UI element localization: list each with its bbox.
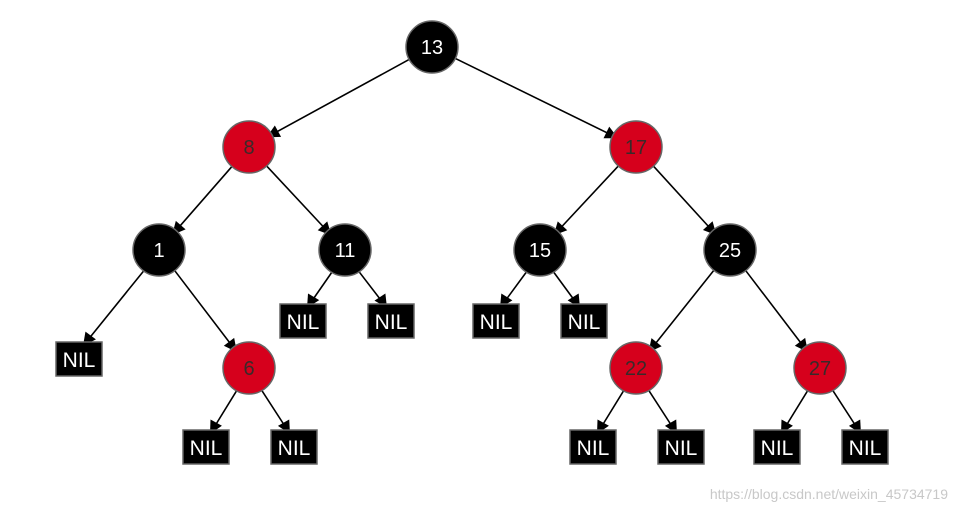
tree-node-15: 15 — [513, 223, 567, 277]
node-label: 27 — [809, 358, 831, 380]
nil-label: NIL — [63, 349, 96, 372]
tree-node-1: 1 — [132, 223, 186, 277]
nil-box — [367, 303, 415, 339]
nil-box — [472, 303, 520, 339]
tree-node-6: 6 — [222, 341, 276, 395]
nil-label: NIL — [665, 437, 698, 460]
tree-node-27: 27 — [793, 341, 847, 395]
nil-label: NIL — [375, 311, 408, 334]
edge-n8-n1 — [171, 166, 233, 236]
nil-leaf: NIL — [55, 341, 103, 377]
node-label: 15 — [529, 240, 551, 262]
tree-node-17: 17 — [609, 120, 663, 174]
edge-n22-nil-22-left — [596, 390, 625, 435]
nil-leaf: NIL — [657, 429, 705, 465]
nil-label: NIL — [278, 437, 311, 460]
nil-box — [560, 303, 608, 339]
nil-label: NIL — [480, 311, 513, 334]
edge-n15-nil-15-right — [553, 271, 581, 309]
edge-n13-n8 — [266, 58, 410, 139]
node-label: 17 — [625, 137, 647, 159]
tree-node-25: 25 — [703, 223, 757, 277]
edge-n11-nil-11-right — [358, 271, 388, 309]
nil-box — [841, 429, 889, 465]
edge-n17-n15 — [553, 165, 619, 236]
red-node-circle — [222, 341, 276, 395]
nil-box — [657, 429, 705, 465]
nil-box — [182, 429, 230, 465]
edge-n1-nil-1-left — [82, 270, 145, 347]
node-label: 8 — [243, 137, 254, 159]
nil-label: NIL — [849, 437, 882, 460]
edge-n6-nil-6-right — [261, 390, 291, 435]
nil-box — [569, 429, 617, 465]
node-label: 1 — [153, 240, 164, 262]
node-label: 22 — [625, 358, 647, 380]
tree-node-8: 8 — [222, 120, 276, 174]
edge-n17-n25 — [652, 165, 718, 236]
tree-node-11: 11 — [318, 223, 372, 277]
edge-n27-nil-27-left — [780, 390, 809, 435]
black-node-circle — [513, 223, 567, 277]
black-node-circle — [703, 223, 757, 277]
edge-n27-nil-27-right — [832, 390, 862, 435]
node-label: 6 — [243, 358, 254, 380]
nil-label: NIL — [568, 311, 601, 334]
red-node-circle — [609, 120, 663, 174]
nil-label: NIL — [287, 311, 320, 334]
nil-label: NIL — [190, 437, 223, 460]
nil-label: NIL — [577, 437, 610, 460]
edge-n1-n6 — [174, 270, 238, 353]
red-node-circle — [609, 341, 663, 395]
nil-leaf: NIL — [279, 303, 327, 339]
black-node-circle — [132, 223, 186, 277]
nil-leaf: NIL — [367, 303, 415, 339]
edge-n8-n11 — [266, 165, 332, 236]
nil-box — [55, 341, 103, 377]
nil-box — [753, 429, 801, 465]
nil-leaves-layer: NIL NIL NIL NIL NIL NIL NIL NIL NIL NIL NIL — [55, 303, 889, 465]
edge-n22-nil-22-right — [648, 390, 678, 435]
nil-leaf: NIL — [753, 429, 801, 465]
black-node-circle — [318, 223, 372, 277]
edge-n6-nil-6-left — [209, 390, 238, 435]
edge-n13-n17 — [454, 57, 619, 139]
nil-leaf: NIL — [270, 429, 318, 465]
red-node-circle — [222, 120, 276, 174]
nil-leaf: NIL — [841, 429, 889, 465]
nil-leaf: NIL — [182, 429, 230, 465]
red-node-circle — [793, 341, 847, 395]
watermark-text: https://blog.csdn.net/weixin_45734719 — [710, 486, 948, 502]
tree-node-22: 22 — [609, 341, 663, 395]
nil-leaf: NIL — [560, 303, 608, 339]
edge-n25-n22 — [647, 269, 715, 353]
nil-box — [279, 303, 327, 339]
nil-leaf: NIL — [569, 429, 617, 465]
nil-box — [270, 429, 318, 465]
black-node-circle — [405, 20, 459, 74]
nil-leaf: NIL — [472, 303, 520, 339]
node-label: 25 — [719, 240, 741, 262]
tree-node-13: 13 — [405, 20, 459, 74]
edge-n11-nil-11-left — [306, 271, 333, 309]
node-label: 13 — [421, 37, 443, 59]
node-label: 11 — [335, 240, 356, 262]
edge-n15-nil-15-left — [499, 271, 527, 309]
edge-n25-n27 — [745, 270, 809, 353]
nil-label: NIL — [761, 437, 794, 460]
